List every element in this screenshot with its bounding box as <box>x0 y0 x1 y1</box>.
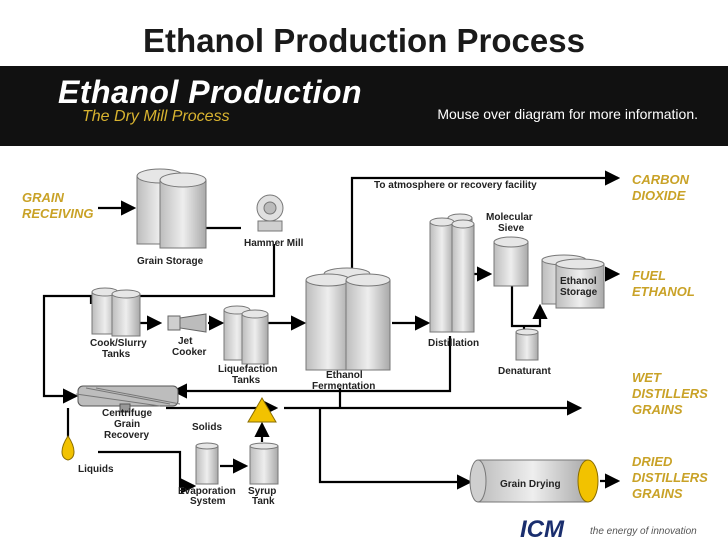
label-ethanol-storage-1: Ethanol <box>560 276 597 287</box>
label-hammer-mill: Hammer Mill <box>244 238 304 249</box>
label-cook-slurry-2: Tanks <box>102 349 131 360</box>
label-denaturant: Denaturant <box>498 366 551 377</box>
input-grain-label-1: GRAIN <box>22 190 65 205</box>
label-jet-cooker-2: Cooker <box>172 347 207 358</box>
grain-storage-tanks[interactable] <box>136 168 207 249</box>
banner-title: Ethanol Production <box>58 74 363 110</box>
label-liquefaction-1: Liquefaction <box>218 364 277 375</box>
label-solids: Solids <box>192 422 222 433</box>
label-centrifuge-1: Centrifuge <box>102 408 152 419</box>
molecular-sieve[interactable] <box>493 236 529 287</box>
evaporation-system[interactable] <box>195 442 219 485</box>
output-wdg-label-3: GRAINS <box>632 402 683 417</box>
label-atmosphere: To atmosphere or recovery facility <box>374 180 537 191</box>
liquefaction-tanks[interactable] <box>223 305 269 365</box>
label-liquefaction-2: Tanks <box>232 375 261 386</box>
label-syrup-tank-2: Tank <box>252 496 275 507</box>
label-centrifuge-2: Grain <box>114 419 140 430</box>
label-evaporation-2: System <box>190 496 226 507</box>
output-ddg-label-3: GRAINS <box>632 486 683 501</box>
ethanol-storage-tanks[interactable] <box>541 254 605 309</box>
output-co2-label-2: DIOXIDE <box>632 188 686 203</box>
label-molecular-sieve-2: Sieve <box>498 223 525 234</box>
slide-title: Ethanol Production Process <box>143 22 585 59</box>
syrup-tank[interactable] <box>249 442 279 485</box>
output-fuel-label-2: ETHANOL <box>632 284 695 299</box>
label-grain-drying: Grain Drying <box>500 479 561 490</box>
solids-separator-triangle[interactable] <box>247 397 277 423</box>
label-distillation: Distillation <box>428 338 479 349</box>
label-syrup-tank-1: Syrup <box>248 486 276 497</box>
label-evaporation-1: Evaporation <box>178 486 236 497</box>
output-wdg-label-2: DISTILLERS <box>632 386 708 401</box>
output-wdg-label-1: WET <box>632 370 662 385</box>
output-ddg-label-1: DRIED <box>632 454 673 469</box>
label-jet-cooker-1: Jet <box>178 336 193 347</box>
input-grain-label-2: RECEIVING <box>22 206 94 221</box>
banner-subtitle: The Dry Mill Process <box>82 108 230 125</box>
label-fermentation-1: Ethanol <box>326 370 363 381</box>
label-molecular-sieve-1: Molecular <box>486 212 533 223</box>
label-centrifuge-3: Recovery <box>104 430 149 441</box>
icm-logo: ICM <box>520 516 564 543</box>
denaturant-tank[interactable] <box>515 328 539 361</box>
label-grain-storage: Grain Storage <box>137 256 204 267</box>
jet-cooker[interactable] <box>167 313 207 333</box>
label-liquids: Liquids <box>78 464 114 475</box>
centrifuge[interactable] <box>75 385 181 413</box>
cook-slurry-tanks[interactable] <box>91 287 141 337</box>
label-cook-slurry-1: Cook/Slurry <box>90 338 147 349</box>
output-ddg-label-2: DISTILLERS <box>632 470 708 485</box>
label-fermentation-2: Fermentation <box>312 381 375 392</box>
distillation-columns[interactable] <box>429 213 475 333</box>
grain-dryer[interactable] <box>469 459 621 503</box>
footer-tagline: the energy of innovation <box>590 526 697 537</box>
banner-hint: Mouse over diagram for more information. <box>437 106 698 122</box>
banner: Ethanol Production The Dry Mill Process … <box>0 66 728 146</box>
process-diagram[interactable]: Grain Storage Hammer Mill Cook/Slurry Ta… <box>0 146 728 546</box>
label-ethanol-storage-2: Storage <box>560 287 598 298</box>
output-fuel-label-1: FUEL <box>632 268 666 283</box>
output-co2-label-1: CARBON <box>632 172 690 187</box>
hammer-mill[interactable] <box>256 194 284 232</box>
fermentation-tanks[interactable] <box>305 267 391 371</box>
flow-lines <box>42 170 621 494</box>
liquids-drop[interactable] <box>61 435 75 461</box>
